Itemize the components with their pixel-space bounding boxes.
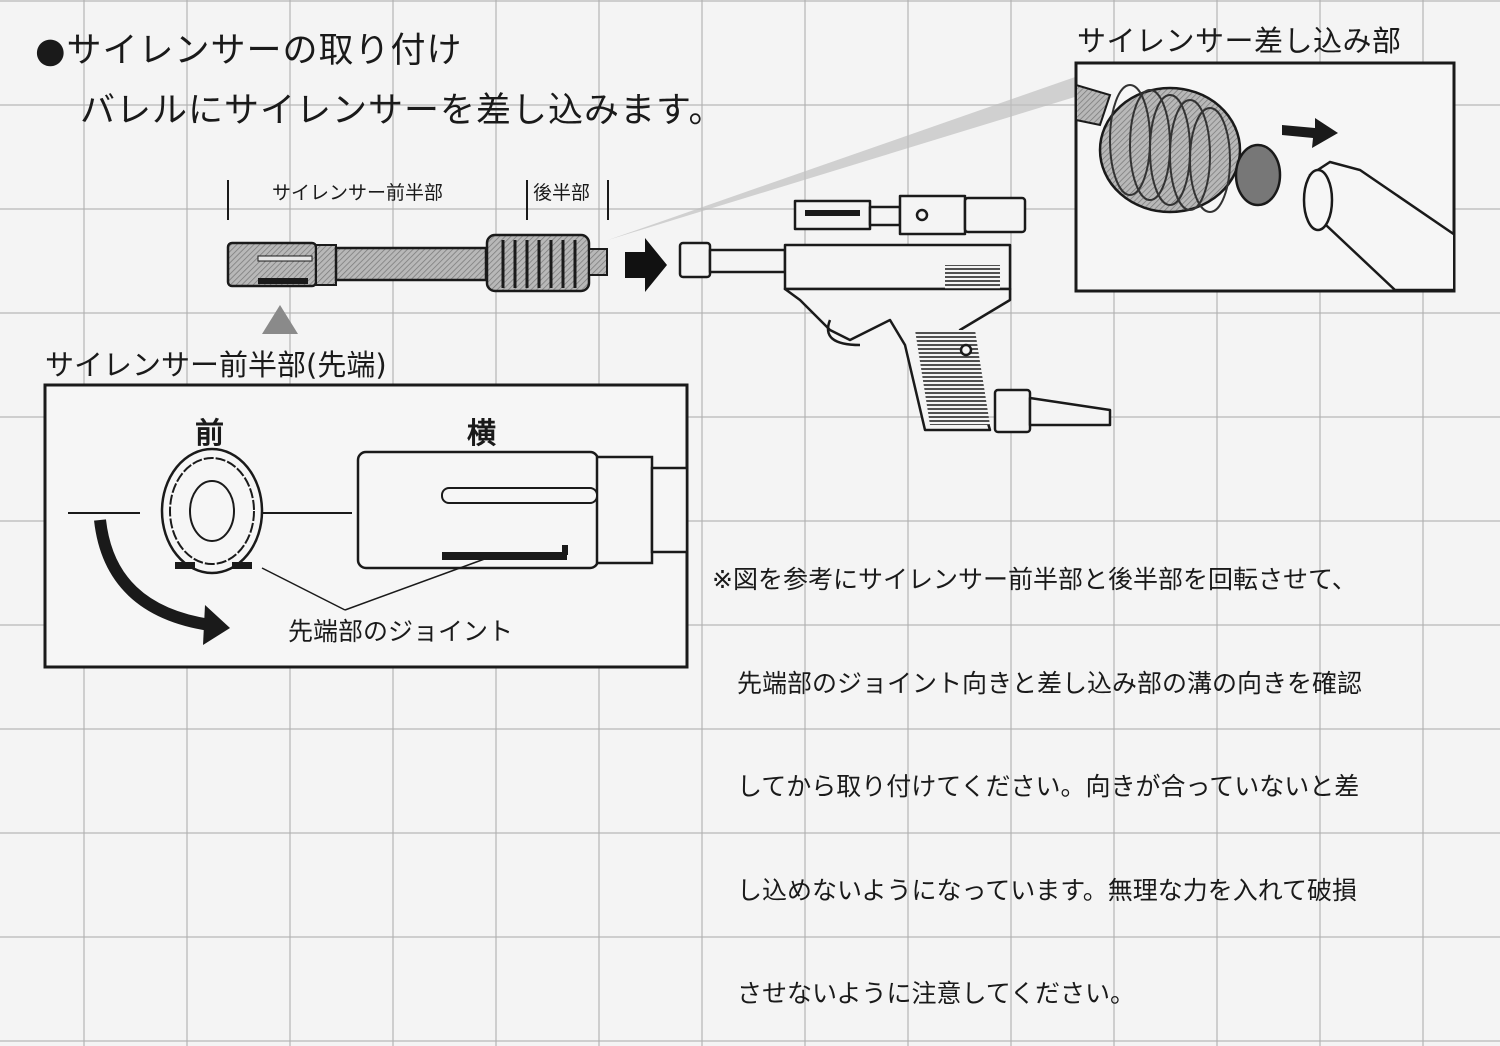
insert-arrow-icon <box>625 238 667 292</box>
insertion-inset <box>1074 61 1456 293</box>
caution-note: ※図を参考にサイレンサー前半部と後半部を回転させて、 先端部のジョイント向きと差… <box>712 494 1362 1046</box>
joint-label: 先端部のジョイント <box>288 617 514 646</box>
scope-mount <box>898 194 967 236</box>
side-view-label: 横 <box>467 416 497 450</box>
hose <box>1028 396 1112 427</box>
inset-label: サイレンサー差し込み部 <box>1077 24 1402 58</box>
note-line: 先端部のジョイント向きと差し込み部の溝の向きを確認 <box>712 668 1363 698</box>
barrel <box>708 248 787 274</box>
barrel-shaft <box>1077 84 1112 127</box>
silencer-tube <box>334 246 488 282</box>
grip-panel <box>915 330 990 425</box>
mag-adapter <box>993 388 1032 434</box>
joint-tab-right <box>232 562 252 569</box>
scope-eyepiece <box>963 196 1027 234</box>
side-view-slot <box>441 487 598 504</box>
instruction-text: バレルにサイレンサーを差し込みます。 <box>80 91 725 131</box>
title-text: サイレンサーの取り付け <box>66 31 463 71</box>
silencer-tip-collar <box>315 244 337 286</box>
front-view-label: 前 <box>195 416 225 450</box>
note-line: し込めないようになっています。無理な力を入れて破損 <box>712 875 1358 905</box>
direction-arrow-icon <box>1282 118 1338 148</box>
tip-slot <box>257 255 313 262</box>
tip-joint <box>258 278 308 284</box>
rear-half-label: 後半部 <box>533 182 591 204</box>
tip-detail-box <box>43 383 689 669</box>
leader-line-side <box>344 556 491 611</box>
tip-pointer-triangle <box>262 305 298 334</box>
hammer-grip <box>945 265 1000 289</box>
front-half-label: サイレンサー前半部 <box>272 182 444 204</box>
silencer-assembly <box>226 180 609 334</box>
illustration-layer <box>43 61 1456 669</box>
front-view-bore <box>189 480 235 542</box>
note-line: させないように注意してください。 <box>712 979 1136 1008</box>
barrel-tip <box>678 241 712 279</box>
tip-detail-caption: サイレンサー前半部(先端) <box>45 348 387 382</box>
trigger-guard <box>826 319 861 347</box>
section-title: ●サイレンサーの取り付け <box>35 22 463 73</box>
note-line: ※図を参考にサイレンサー前半部と後半部を回転させて、 <box>712 565 1357 594</box>
pistol-illustration <box>678 194 1112 434</box>
sleeve-socket <box>1234 143 1282 207</box>
side-view-joint <box>442 552 567 560</box>
joint-tab-left <box>175 562 195 569</box>
note-line: してから取り付けてください。向きが合っていないと差 <box>712 772 1360 801</box>
scope-ring <box>868 205 902 227</box>
rotate-arrow-icon <box>94 519 211 631</box>
leader-line-front <box>261 567 346 611</box>
silencer-rear-stub <box>588 248 608 276</box>
knurl-ribs <box>501 240 577 288</box>
inset-leader <box>608 76 1078 240</box>
bullet-icon: ● <box>35 31 67 71</box>
